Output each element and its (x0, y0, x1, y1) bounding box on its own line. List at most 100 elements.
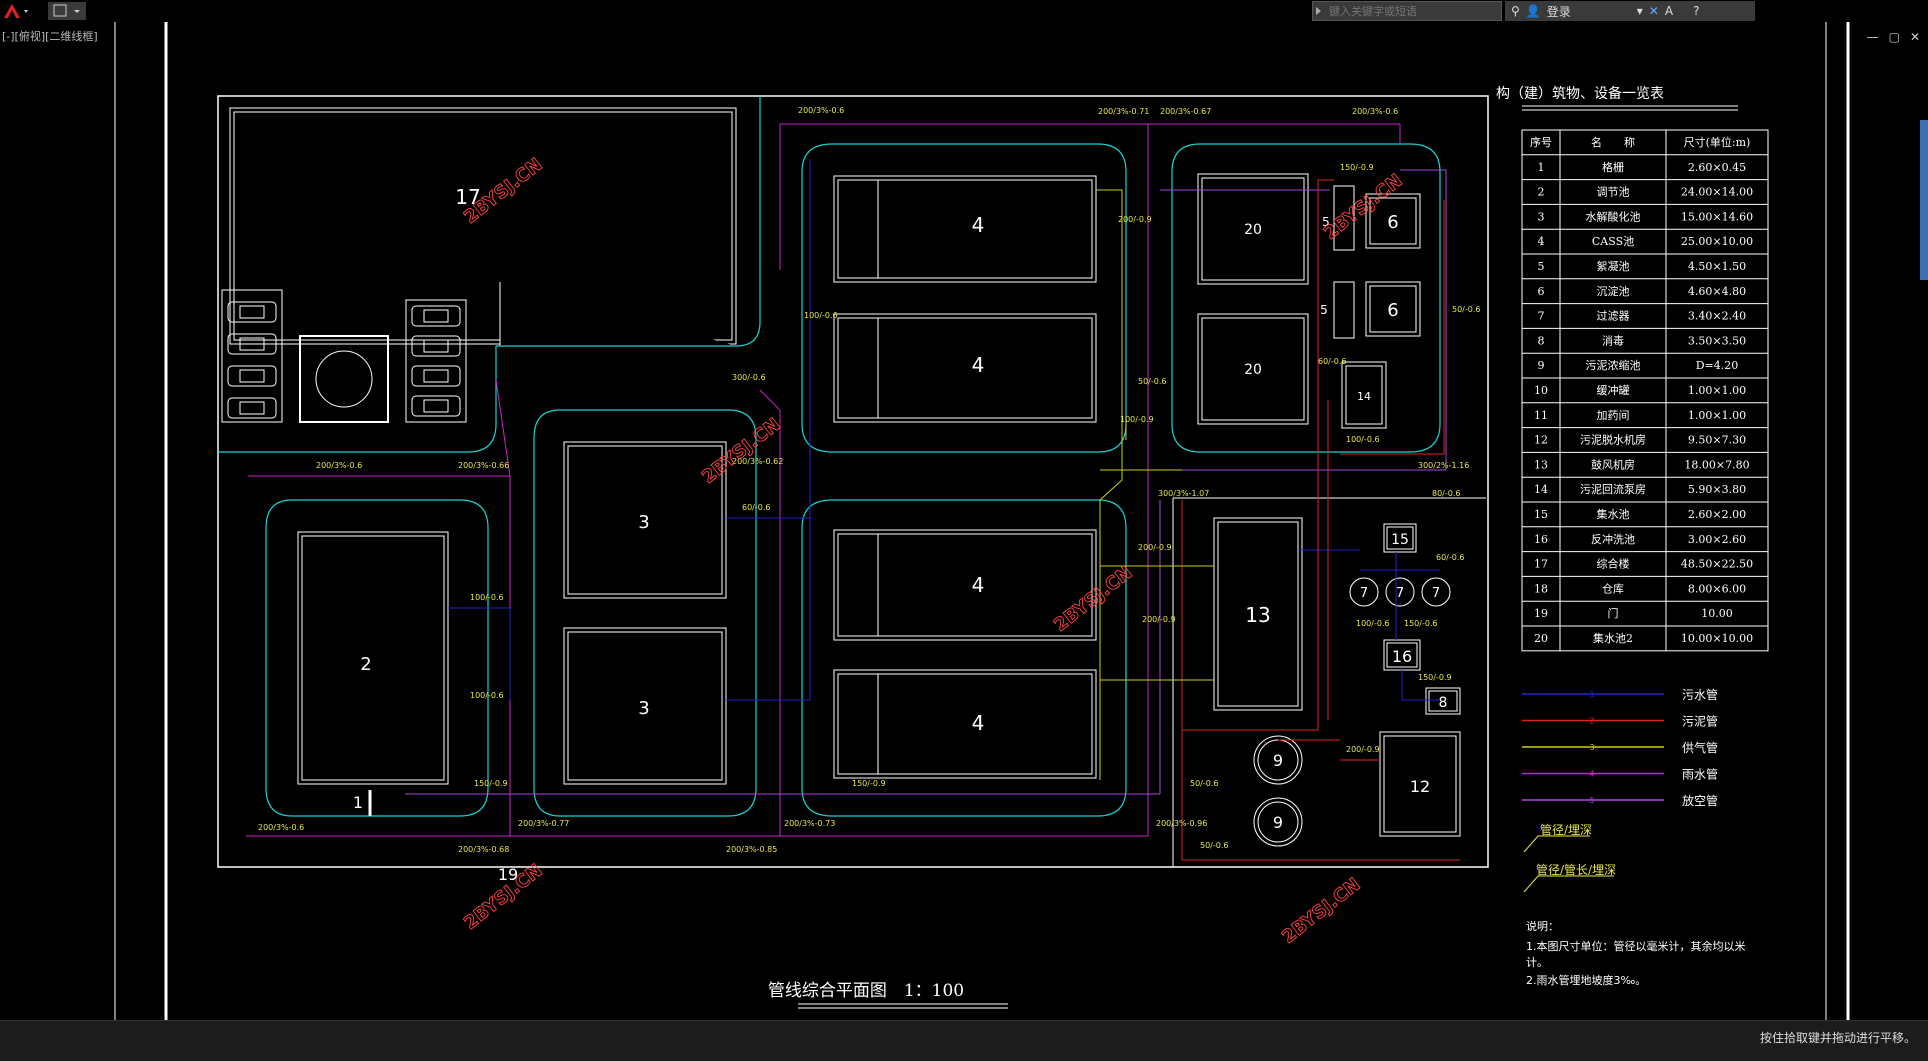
svg-text:150/-0.6: 150/-0.6 (1404, 619, 1438, 628)
building-labels: 2 3 3 4 4 4 4 20 20 5 5 6 6 14 13 15 16 … (353, 212, 1448, 884)
svg-text:100/-0.6: 100/-0.6 (1356, 619, 1390, 628)
drawing-canvas[interactable]: 17 (0, 22, 1928, 1020)
legend-mark: 5 (1589, 796, 1594, 805)
svg-text:200/3%-0.6: 200/3%-0.6 (258, 823, 304, 832)
restore-icon[interactable]: ▢ (1888, 30, 1900, 44)
table-title: 构（建）筑物、设备一览表 (1496, 85, 1664, 102)
table-cell: 15 (1534, 508, 1548, 521)
quick-access-toolbar[interactable] (48, 2, 86, 20)
legend-mark: 3 (1589, 743, 1594, 752)
svg-text:200/3%-0.66: 200/3%-0.66 (458, 461, 509, 470)
viewport-controls[interactable]: [-][俯视][二维线框] (2, 30, 98, 43)
svg-text:5: 5 (1322, 215, 1330, 229)
svg-text:200/-0.9: 200/-0.9 (1142, 615, 1176, 624)
notes: 说明： 1.本图尺寸单位：管径以毫米计，其余均以米 计。 2.雨水管埋地坡度3‰… (1526, 919, 1746, 987)
table-cell: 25.00×10.00 (1681, 235, 1753, 248)
svg-text:150/-0.9: 150/-0.9 (1340, 163, 1374, 172)
legend-mark: 2 (1589, 717, 1594, 726)
table-cell: 12 (1534, 434, 1548, 447)
table-cell: 1.00×1.00 (1688, 384, 1746, 397)
svg-text:9: 9 (1273, 813, 1283, 832)
table-cell: 反冲洗池 (1591, 532, 1635, 546)
svg-text:3: 3 (638, 698, 649, 719)
svg-text:100/-0.6: 100/-0.6 (1346, 435, 1380, 444)
table-cell: 7 (1538, 310, 1545, 323)
search-input[interactable] (1323, 3, 1501, 19)
login-dropdown-icon[interactable]: ▾ (1636, 4, 1643, 18)
close-icon[interactable]: ✕ (1909, 30, 1920, 44)
svg-text:2BYSJ.CN: 2BYSJ.CN (1050, 562, 1136, 636)
svg-text:200/3%-0.85: 200/3%-0.85 (726, 845, 777, 854)
legend-label: 供气管 (1682, 740, 1718, 755)
table-cell: 15.00×14.60 (1681, 210, 1753, 223)
legend-item: 3 供气管 (1522, 740, 1718, 755)
table-cell: 16 (1534, 533, 1548, 546)
table-cell: 仓库 (1602, 581, 1624, 595)
legend-mark: 1 (1589, 690, 1594, 699)
table-cell: 11 (1534, 409, 1548, 422)
autodesk-a-icon[interactable]: A (1664, 4, 1674, 18)
table-cell: 2.60×2.00 (1688, 508, 1746, 521)
svg-text:100/-0.9: 100/-0.9 (1120, 415, 1154, 424)
help-icon[interactable]: ? (1693, 4, 1700, 18)
vertical-scrollbar[interactable] (1920, 120, 1928, 280)
table-cell: 17 (1534, 558, 1548, 571)
svg-text:50/-0.6: 50/-0.6 (1190, 779, 1218, 788)
svg-text:60/-0.6: 60/-0.6 (1436, 553, 1464, 562)
table-cell: 3.00×2.60 (1688, 533, 1746, 546)
table-cell: 4 (1538, 235, 1545, 248)
binoculars-icon[interactable]: ⚲ (1511, 4, 1520, 18)
table-cell: 鼓风机房 (1591, 457, 1635, 471)
table-cell: 水解酸化池 (1586, 209, 1641, 223)
table-cell: 消毒 (1602, 333, 1624, 347)
table-cell: 集水池 (1597, 507, 1630, 521)
svg-text:200/-0.9: 200/-0.9 (1118, 215, 1152, 224)
svg-text:4: 4 (972, 573, 985, 597)
svg-text:2: 2 (360, 654, 371, 675)
minimize-icon[interactable]: — (1866, 30, 1879, 44)
svg-text:50/-0.6: 50/-0.6 (1138, 377, 1166, 386)
svg-text:150/-0.9: 150/-0.9 (474, 779, 508, 788)
svg-text:300/-0.6: 300/-0.6 (732, 373, 766, 382)
login-button[interactable]: 登录 (1546, 4, 1571, 19)
svg-text:200/3%-0.6: 200/3%-0.6 (798, 106, 844, 115)
svg-text:7: 7 (1432, 586, 1440, 601)
svg-text:1: 1 (353, 793, 363, 812)
watermarks: 2BYSJ.CN 2BYSJ.CN 2BYSJ.CN 2BYSJ.CN 2BYS… (460, 154, 1407, 949)
svg-text:4: 4 (972, 711, 985, 735)
svg-text:19: 19 (498, 865, 518, 884)
fountain-icon (315, 350, 373, 408)
search-box[interactable] (1312, 1, 1502, 21)
svg-text:200/3%-0.96: 200/3%-0.96 (1156, 819, 1207, 828)
table-cell: 3.50×3.50 (1688, 334, 1746, 347)
svg-text:2.雨水管埋地坡度3‰。: 2.雨水管埋地坡度3‰。 (1526, 973, 1646, 987)
svg-text:4: 4 (972, 353, 985, 377)
legend-notes: 管径/埋深 管径/管长/埋深 (1523, 822, 1616, 893)
status-text: 按住拾取键并拖动进行平移。 (1759, 1031, 1916, 1045)
svg-text:100/-0.6: 100/-0.6 (804, 311, 838, 320)
exchange-icon[interactable]: ✕ (1648, 4, 1659, 18)
table-cell: 格栅 (1602, 160, 1624, 174)
application-menu-button[interactable] (2, 1, 42, 21)
save-icon (53, 4, 80, 17)
svg-text:5: 5 (1320, 303, 1328, 317)
table-cell: 3.40×2.40 (1688, 310, 1746, 323)
table-cell: 絮凝池 (1597, 259, 1630, 273)
infocenter-toolbar: ⚲ 👤 登录 ▾ ✕ A ? (1505, 1, 1755, 21)
svg-text:20: 20 (1244, 222, 1262, 238)
table-cell: 14 (1534, 483, 1548, 496)
site-boundary (217, 95, 1489, 868)
legend-label: 污水管 (1682, 687, 1718, 702)
table-cell: 8.00×6.00 (1688, 582, 1746, 595)
svg-text:15: 15 (1391, 532, 1409, 548)
building-17: 17 (229, 107, 737, 346)
svg-text:16: 16 (1392, 647, 1412, 666)
table-cell: 沉淀池 (1597, 284, 1630, 298)
table-cell: 4.50×1.50 (1688, 260, 1746, 273)
search-arrow-icon (1316, 7, 1321, 15)
svg-text:150/-0.9: 150/-0.9 (1418, 673, 1452, 682)
svg-text:14: 14 (1357, 390, 1371, 403)
svg-text:2BYSJ.CN: 2BYSJ.CN (698, 414, 784, 488)
